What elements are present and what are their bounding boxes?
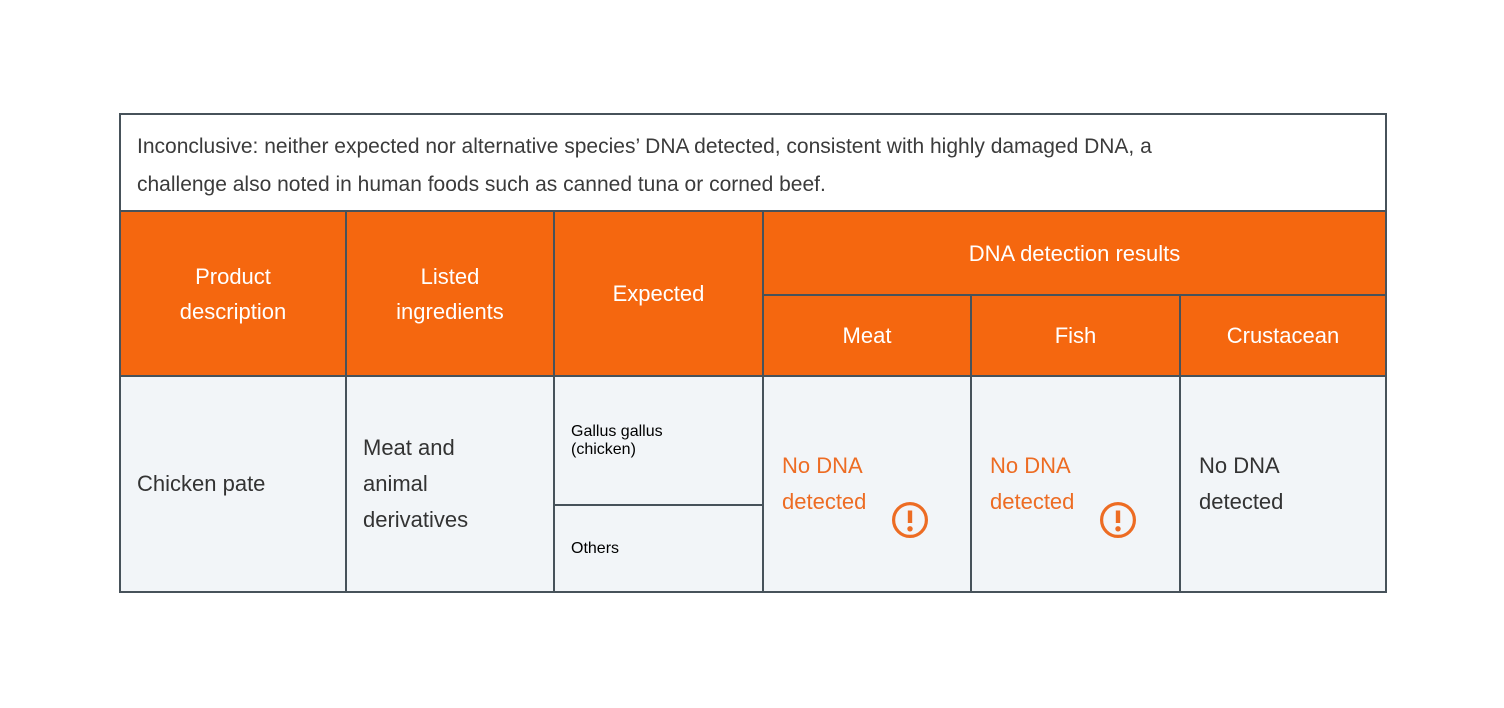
header-expected: Expected [555, 212, 762, 375]
cell-expected-species: Gallus gallus (chicken) [555, 377, 762, 504]
cell-crustacean-result: No DNA detected [1181, 377, 1385, 591]
crustacean-result-text: No DNA detected [1199, 453, 1284, 514]
warning-icon [890, 464, 930, 538]
header-dna-detection-results: DNA detection results [764, 212, 1385, 294]
cell-listed-ingredients: Meat and animal derivatives [347, 377, 553, 591]
cell-product-description: Chicken pate [121, 377, 345, 591]
dna-results-table: Inconclusive: neither expected nor alter… [119, 113, 1387, 593]
warning-icon [1098, 464, 1138, 538]
header-crustacean: Crustacean [1181, 296, 1385, 375]
cell-meat-result: No DNA detected [764, 377, 970, 591]
cell-expected: Gallus gallus (chicken) Others [555, 377, 762, 591]
header-listed-ingredients: Listed ingredients [347, 212, 553, 375]
meat-result-text: No DNA detected [782, 453, 867, 514]
header-fish: Fish [972, 296, 1179, 375]
table-row: Chicken pate Meat and animal derivatives… [121, 377, 1385, 591]
header-meat: Meat [764, 296, 970, 375]
inconclusive-note: Inconclusive: neither expected nor alter… [121, 115, 1385, 212]
table-header: Product description Listed ingredients E… [121, 212, 1385, 377]
fish-result-text: No DNA detected [990, 453, 1075, 514]
header-product-description: Product description [121, 212, 345, 375]
cell-expected-others: Others [555, 506, 762, 591]
cell-fish-result: No DNA detected [972, 377, 1179, 591]
